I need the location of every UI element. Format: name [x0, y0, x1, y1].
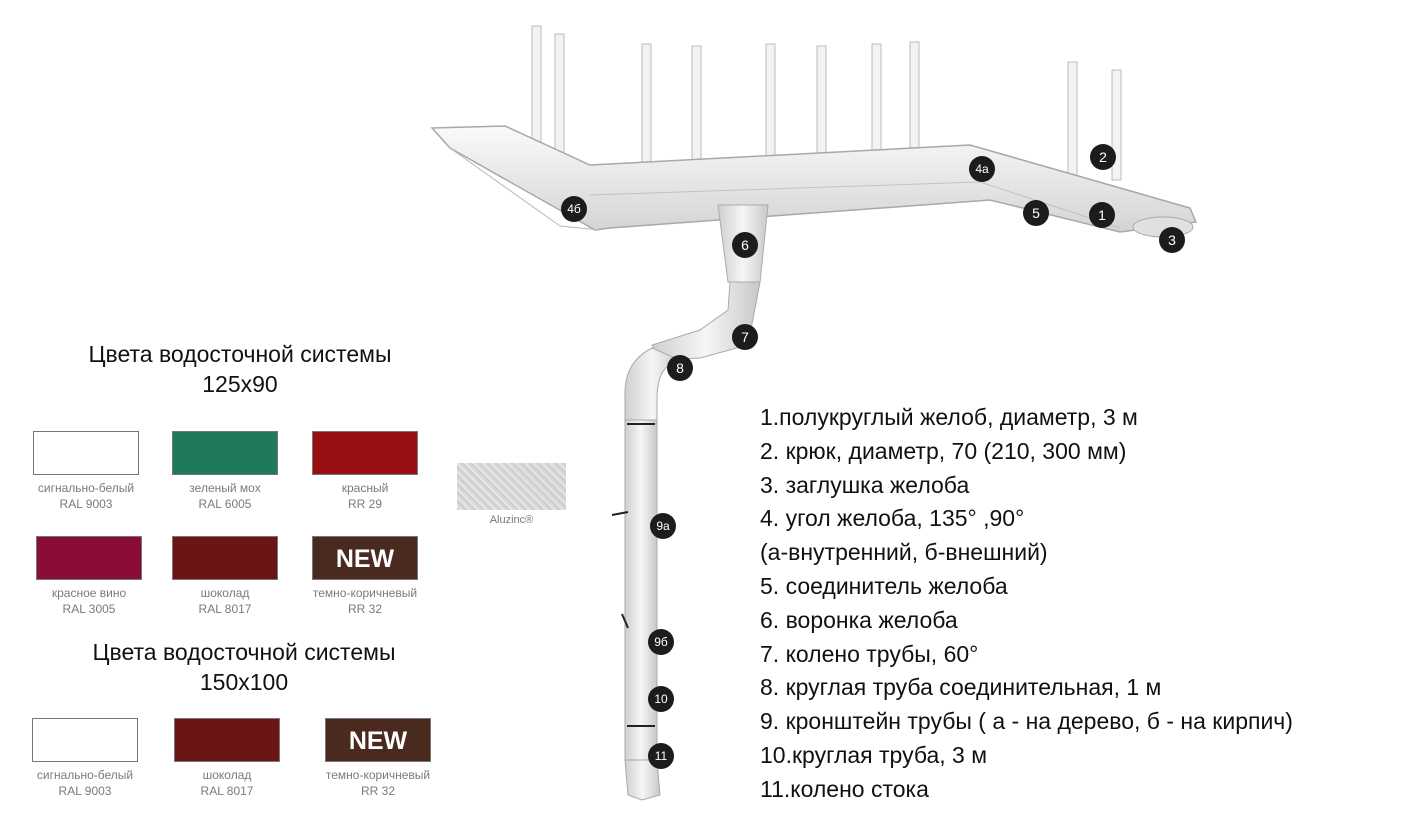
palette-125-title: Цвета водосточной системы	[88, 341, 392, 367]
swatch-code: RR 29	[347, 497, 382, 511]
swatch-code: RAL 8017	[200, 784, 254, 798]
legend-item: (а-внутренний, б-внешний)	[760, 539, 1048, 566]
callout-11: 11	[648, 743, 674, 769]
color-box	[33, 431, 139, 475]
swatch-125-0: сигнально-белый RAL 9003	[33, 431, 139, 512]
color-box	[174, 718, 280, 762]
swatch-name: сигнально-белый	[37, 481, 135, 495]
callout-4b: 4б	[561, 196, 587, 222]
callout-2: 2	[1090, 144, 1116, 170]
legend-item: 3. заглушка желоба	[760, 471, 970, 498]
new-badge: NEW	[335, 545, 395, 573]
swatch-code: RAL 3005	[62, 602, 116, 616]
swatch-name: темно-коричневый	[312, 586, 418, 600]
color-box	[312, 431, 418, 475]
swatch-name: темно-коричневый	[325, 768, 431, 782]
palette-150-title: Цвета водосточной системы	[92, 639, 396, 665]
swatch-name: сигнально-белый	[36, 768, 134, 782]
swatch-name: шоколад	[200, 586, 250, 600]
callout-3: 3	[1159, 227, 1185, 253]
color-box: NEW	[312, 536, 418, 580]
palette-150-heading: Цвета водосточной системы 150х100	[44, 637, 444, 697]
new-badge: NEW	[348, 727, 408, 755]
swatch-125-4: шоколад RAL 8017	[172, 536, 278, 617]
swatch-150-0: сигнально-белый RAL 9003	[32, 718, 138, 799]
color-box	[36, 536, 142, 580]
callout-8: 8	[667, 355, 693, 381]
swatch-name: красное вино	[51, 586, 127, 600]
legend-item: 10.круглая труба, 3 м	[760, 741, 988, 768]
aluzinc-swatch: Aluzinc®	[457, 463, 566, 526]
swatch-code: RAL 6005	[198, 497, 252, 511]
legend-item: 2. крюк, диаметр, 70 (210, 300 мм)	[760, 437, 1127, 464]
callout-10: 10	[648, 686, 674, 712]
swatch-125-5: NEW темно-коричневый RR 32	[312, 536, 418, 617]
callout-4a: 4а	[969, 156, 995, 182]
swatch-125-1: зеленый мох RAL 6005	[172, 431, 278, 512]
aluzinc-label: Aluzinc®	[489, 514, 534, 526]
legend-item: 1.полукруглый желоб, диаметр, 3 м	[760, 404, 1138, 430]
color-box	[32, 718, 138, 762]
legend-item: 6. воронка желоба	[760, 606, 958, 633]
palette-125-size: 125х90	[202, 371, 278, 397]
legend-item: 11.колено стока	[760, 775, 929, 802]
swatch-code: RAL 9003	[59, 497, 113, 511]
legend-item: 8. круглая труба соединительная, 1 м	[760, 674, 1162, 701]
swatch-code: RR 32	[360, 784, 395, 798]
callout-9a: 9а	[650, 513, 676, 539]
swatch-code: RAL 8017	[198, 602, 252, 616]
callout-9b: 9б	[648, 629, 674, 655]
swatch-code: RR 32	[347, 602, 382, 616]
swatch-125-3: красное вино RAL 3005	[36, 536, 142, 617]
palette-150-size: 150х100	[199, 669, 289, 695]
legend-item: 4. угол желоба, 135° ,90°	[760, 505, 1025, 532]
gutter-hooks	[531, 25, 1122, 183]
color-box	[172, 431, 278, 475]
callout-5: 5	[1023, 200, 1049, 226]
palette-125-heading: Цвета водосточной системы 125х90	[40, 339, 440, 399]
color-box	[172, 536, 278, 580]
legend-item: 5. соединитель желоба	[760, 572, 1008, 599]
swatch-150-2: NEW темно-коричневый RR 32	[325, 718, 431, 799]
color-box: NEW	[325, 718, 431, 762]
legend-item: 7. колено трубы, 60°	[760, 640, 979, 667]
callout-7: 7	[732, 324, 758, 350]
swatch-name: шоколад	[202, 768, 252, 782]
swatch-name: красный	[341, 481, 389, 495]
callout-1: 1	[1089, 202, 1115, 228]
swatch-150-1: шоколад RAL 8017	[174, 718, 280, 799]
legend-item: 9. кронштейн трубы ( а - на дерево, б - …	[760, 708, 1293, 735]
parts-legend: 1.полукруглый желоб, диаметр, 3 м 2. крю…	[760, 401, 1293, 807]
callout-6: 6	[732, 232, 758, 258]
swatch-name: зеленый мох	[189, 481, 261, 495]
swatch-125-2: красный RR 29	[312, 431, 418, 512]
swatch-code: RAL 9003	[58, 784, 112, 798]
aluzinc-texture	[457, 463, 566, 510]
